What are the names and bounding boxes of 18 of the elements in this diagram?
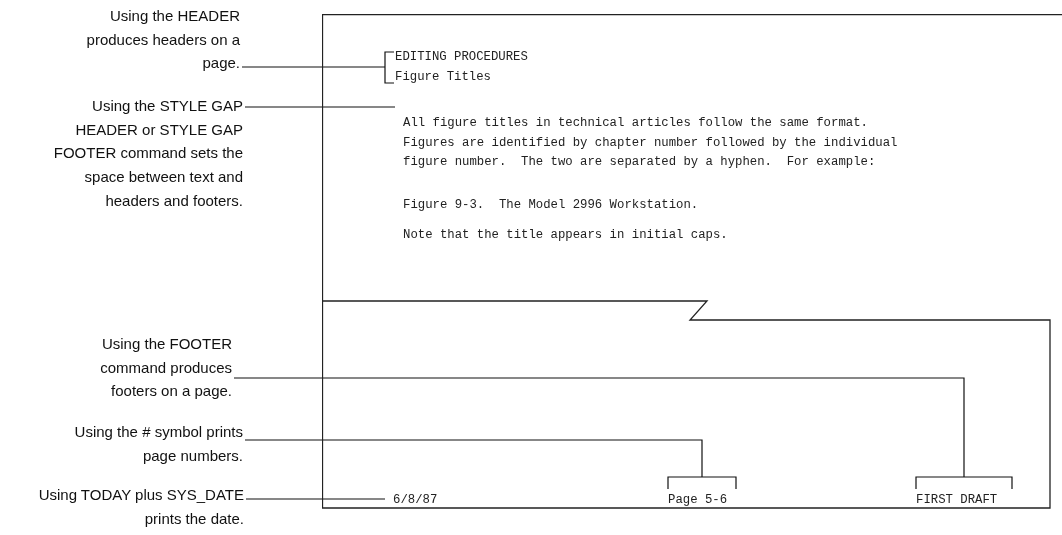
footer-text: Page 5-6 — [668, 492, 728, 509]
footer-text: 6/8/87 — [393, 492, 438, 509]
callout-text: Using the STYLE GAP HEADER or STYLE GAP FOOTER command sets the space between text and headers and footers. — [52, 96, 243, 211]
leader-line — [244, 439, 737, 490]
leader-line — [241, 51, 395, 84]
leader-line — [245, 498, 386, 500]
callout-text: Using the # symbol prints page numbers. — [73, 422, 243, 466]
header-text: Figure Titles — [395, 68, 491, 86]
callout-text: Using the HEADER produces headers on a page. — [85, 6, 240, 74]
leader-line — [244, 106, 396, 108]
header-text: EDITING PROCEDURES — [395, 49, 528, 66]
body-paragraph: All figure titles in technical articles follow the same format. Figures are identified by chapter number followed by the individual figure number. The two are separated by a hyphen. For example: — [403, 115, 899, 171]
leader-line — [233, 377, 1013, 490]
body-paragraph: Note that the title appears in initial caps. — [403, 227, 729, 244]
callout-text: Using TODAY plus SYS_DATE prints the date. — [37, 485, 244, 529]
footer-text: FIRST DRAFT — [916, 492, 998, 509]
callout-text: Using the FOOTER command produces footers on a page. — [99, 334, 232, 402]
body-paragraph: Figure 9-3. The Model 2996 Workstation. — [403, 197, 700, 214]
